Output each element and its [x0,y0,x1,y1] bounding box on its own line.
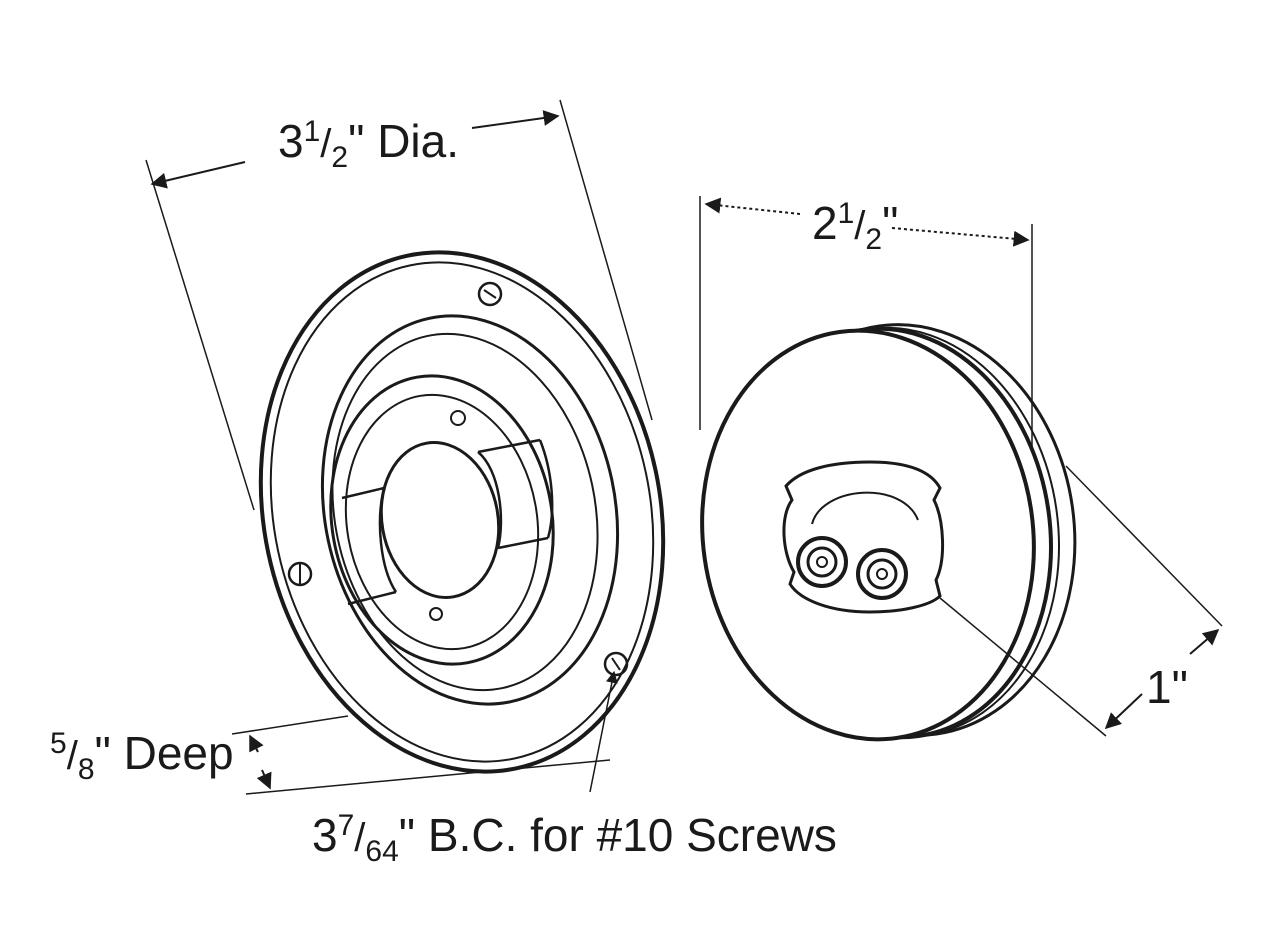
lamp-diameter-label: 21/2" [812,197,899,255]
flange-inner-tab-top [450,410,466,426]
dia-extension-left [145,159,255,511]
flange-slot-right [477,438,554,550]
flange-recess-outer [320,314,620,706]
dim-whole: 3 [312,809,338,861]
fraction-slash: / [354,816,366,860]
dim-numerator: 1 [303,115,321,148]
lamp-depth-arrow-bottom [1104,693,1143,730]
fraction-slash: / [66,734,78,778]
flange-inner-ring-inner [344,393,540,651]
connector-pin-right [856,548,908,600]
flange-slot-left [341,486,398,606]
lamp-depth-arrow-top [1189,628,1220,655]
dim-denominator: 8 [77,753,95,786]
dim-denominator: 2 [865,223,883,256]
dim-denominator: 2 [331,141,349,174]
dim-whole: 2 [812,197,838,249]
lamp-depth-extension-bottom [939,597,1107,737]
screw-hole-left [287,561,313,587]
flange-depth-extension-top [231,715,349,735]
dimension-lines [145,99,1223,795]
lamp-assembly [700,323,1077,742]
flange-rim-inner-edge [269,261,655,763]
connector-housing [782,460,944,614]
flange-diameter-label: 31/2" Dia. [278,115,460,173]
lamp-depth-label: 1" [1146,661,1188,713]
screw-hole-bottom [603,651,629,677]
dia-extension-right [559,99,653,421]
dia-arrow-right [471,110,560,129]
bolt-circle-leader [589,670,618,793]
lamp-dia-arrow-right [891,227,1030,247]
flange-outer-rim [258,250,666,774]
dim-numerator: 1 [837,197,855,230]
dia-arrow-left [150,161,246,189]
bolt-circle-label: 37/64" B.C. for #10 Screws [312,809,837,867]
dim-suffix: " Dia. [348,115,460,167]
dim-numerator: 7 [337,809,355,842]
flange-inner-ring-outer [329,374,555,666]
flange-recess-inner [331,332,599,692]
dim-suffix: " B.C. for #10 Screws [398,809,837,861]
flange-depth-extension-bottom [245,759,611,795]
flange-center-hole [379,441,501,599]
dim-whole: 3 [278,115,304,167]
dim-suffix: " [882,197,899,249]
flange-depth-arrow-bottom [256,769,272,790]
lamp-body-face [700,328,1036,742]
lamp-depth-extension-top [1065,465,1223,627]
connector-pin-left [796,536,848,588]
flange-depth-arrow-top [249,734,264,753]
fraction-slash: / [854,204,866,248]
dim-denominator: 64 [365,835,399,868]
flange-inner-tab-bottom [429,607,443,621]
dim-suffix: " Deep [94,727,234,779]
fraction-slash: / [320,122,332,166]
dim-numerator: 5 [50,727,67,760]
mounting-flange [258,250,666,774]
lamp-dia-arrow-left [704,197,801,215]
flange-depth-label: 5/8" Deep [50,727,234,785]
screw-hole-top [477,281,503,307]
